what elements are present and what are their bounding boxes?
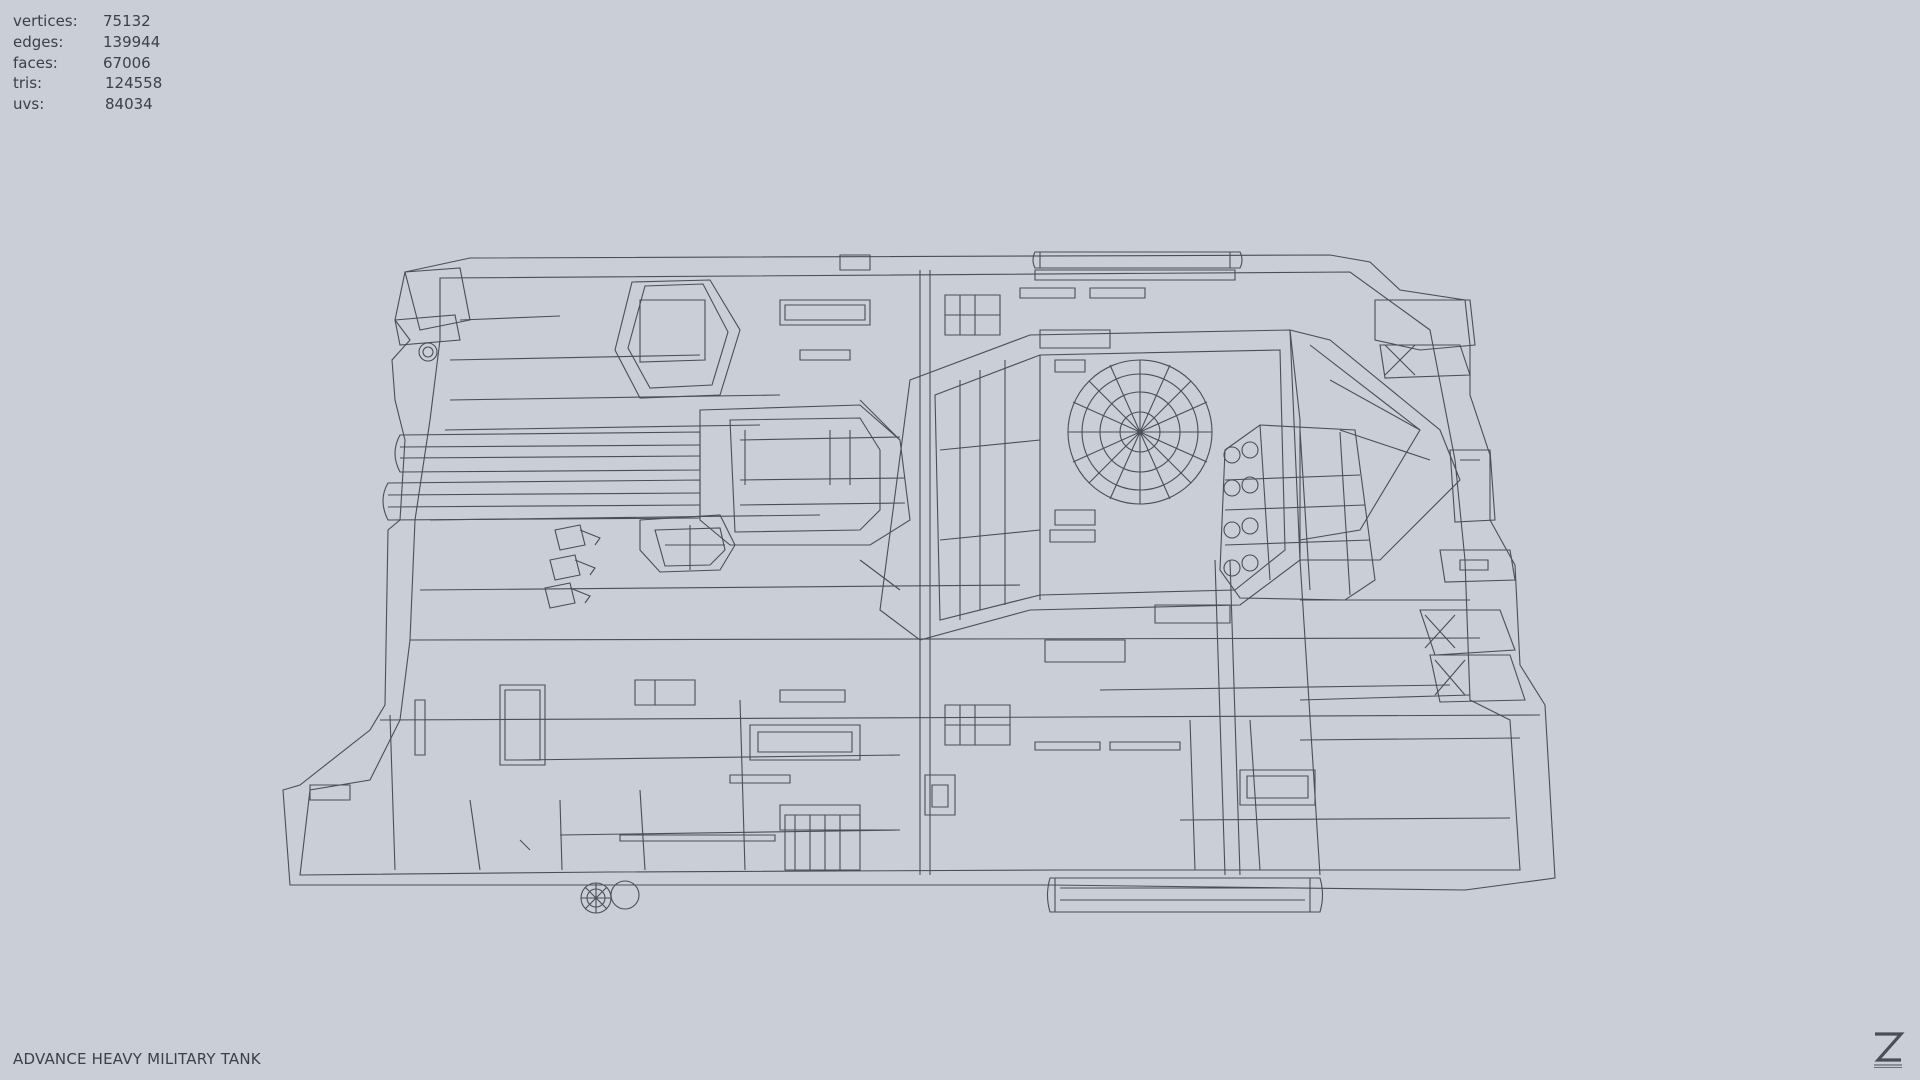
stat-label: edges: bbox=[13, 32, 64, 51]
turret-rear-armor bbox=[1290, 330, 1460, 560]
front-armor-left bbox=[405, 268, 470, 330]
stat-label: tris: bbox=[13, 74, 43, 93]
main-gun-barrel-bottom bbox=[383, 480, 700, 520]
commander-cupola bbox=[1068, 360, 1212, 504]
main-gun-barrel-top bbox=[395, 432, 700, 472]
sensor-dome-left bbox=[640, 515, 735, 572]
hull-outline bbox=[283, 255, 1555, 890]
stat-edges: edges: 139944 bbox=[13, 32, 175, 53]
smoke-launchers bbox=[545, 525, 600, 608]
model-stats-panel: vertices: 75132 edges: 139944 faces: 670… bbox=[13, 11, 175, 115]
rear-bracket-top bbox=[1375, 300, 1475, 350]
stat-tris: tris: 124558 bbox=[13, 73, 175, 94]
drive-wheel bbox=[581, 881, 639, 913]
turret-body bbox=[880, 330, 1300, 640]
stat-value: 84034 bbox=[105, 95, 153, 114]
stat-value: 124558 bbox=[105, 74, 163, 93]
rocket-pod bbox=[1220, 425, 1375, 600]
z-logo-icon bbox=[1874, 1032, 1905, 1068]
stat-vertices: vertices: 75132 bbox=[13, 11, 175, 32]
model-title: ADVANCE HEAVY MILITARY TANK bbox=[13, 1050, 261, 1068]
stat-uvs: uvs: 84034 bbox=[13, 94, 175, 115]
fuel-drum-top bbox=[1033, 252, 1242, 268]
hull-top-plate bbox=[300, 272, 1520, 875]
stat-value: 67006 bbox=[103, 53, 151, 72]
stat-label: faces: bbox=[13, 53, 58, 72]
stat-label: uvs: bbox=[13, 95, 45, 114]
stat-value: 75132 bbox=[103, 12, 151, 30]
stat-label: vertices: bbox=[13, 12, 78, 30]
stat-value: 139944 bbox=[103, 32, 161, 51]
turret-hatch bbox=[615, 280, 740, 398]
stat-faces: faces: 67006 bbox=[13, 53, 175, 74]
fuel-drum-rear bbox=[1048, 878, 1323, 912]
